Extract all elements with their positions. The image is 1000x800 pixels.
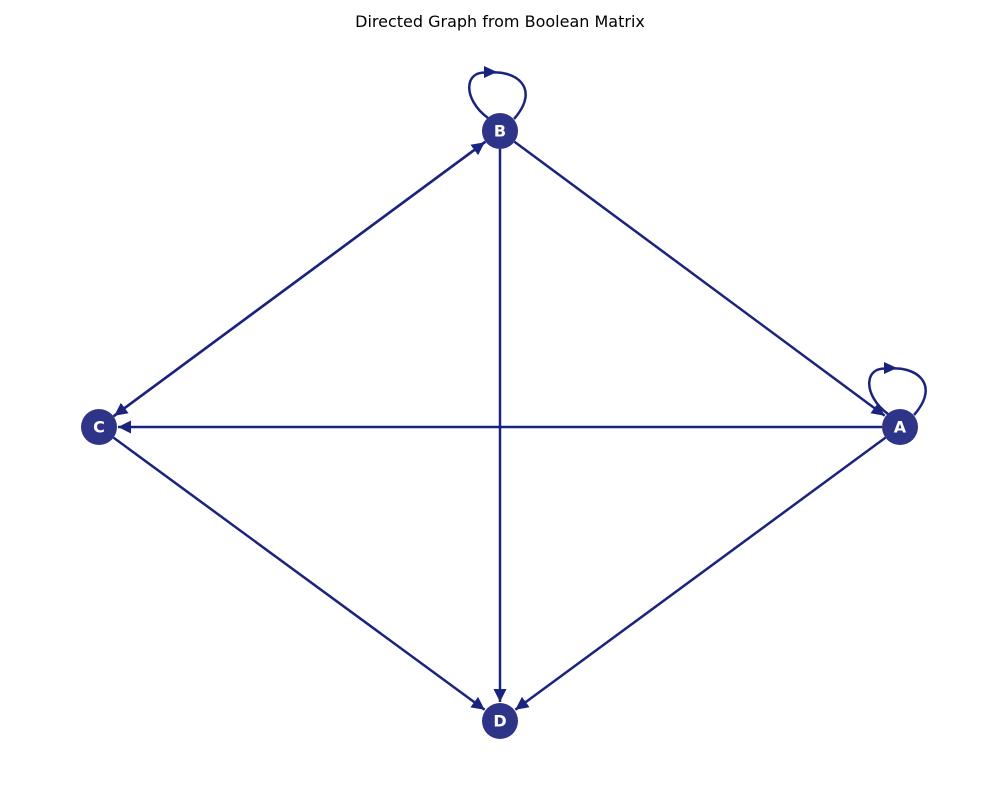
- node-c: C: [81, 409, 117, 445]
- self-loop-arrowhead-a: [884, 362, 897, 374]
- edge-a-to-d: [514, 436, 887, 711]
- edge-a-to-a: [868, 367, 927, 416]
- node-circle: [482, 113, 518, 149]
- node-d: D: [482, 703, 518, 739]
- node-label: C: [93, 418, 105, 437]
- node-label: A: [894, 418, 907, 437]
- edge-c-to-b: [112, 141, 486, 418]
- edge-c-to-d: [112, 436, 486, 711]
- node-circle: [81, 409, 117, 445]
- node-label: D: [493, 712, 506, 731]
- edge-b-to-a: [513, 140, 886, 417]
- node-b: B: [482, 113, 518, 149]
- self-loop-arrowhead-b: [484, 66, 497, 78]
- node-layer: A B C D: [81, 113, 918, 739]
- node-circle: [882, 409, 918, 445]
- edge-b-to-b: [468, 71, 527, 120]
- chart-title: Directed Graph from Boolean Matrix: [355, 12, 645, 31]
- node-a: A: [882, 409, 918, 445]
- node-circle: [482, 703, 518, 739]
- node-label: B: [494, 122, 506, 141]
- edge-layer: [112, 66, 927, 711]
